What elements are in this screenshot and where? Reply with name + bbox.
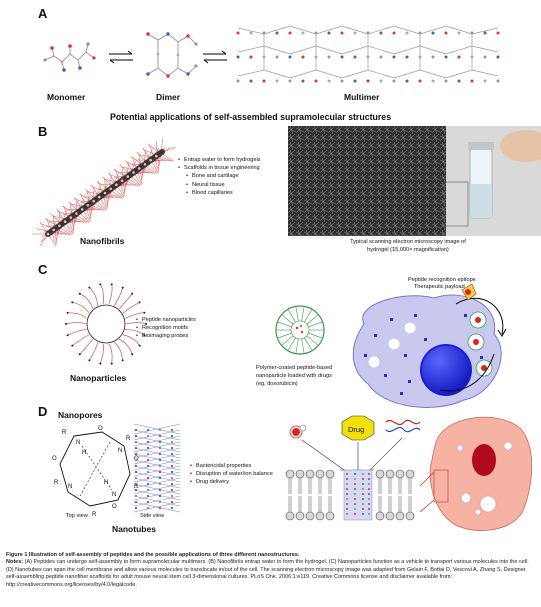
- sem-image: [288, 126, 446, 236]
- figure-caption: Figure 1 Illustration of self-assembly o…: [6, 552, 536, 589]
- ring-atom-0: R: [62, 430, 67, 436]
- bullet-scaffolds: Scaffolds in tissue engineering: [178, 164, 288, 172]
- ring-atom-8: O: [112, 504, 117, 510]
- cyclic-peptide-top-view: R R R R R O O O O H H N N N N: [52, 426, 139, 518]
- polymer-nanoparticle: [275, 305, 325, 355]
- nanoparticles-label: Nanoparticles: [70, 373, 127, 383]
- polymer-caption-2: nanoparticle loaded with drugs: [256, 373, 332, 380]
- nanotube-side-view: [133, 423, 181, 513]
- panel-d-letter: D: [38, 404, 48, 419]
- membrane-nanotube: Drug: [285, 415, 421, 521]
- ring-atom-12: N: [118, 448, 122, 454]
- payload-label: Therapeutic payload: [414, 284, 465, 290]
- sem-caption: Typical scanning electron microscopy ima…: [318, 238, 498, 254]
- caption-notes-label: Notes:: [6, 559, 24, 566]
- dimer-label: Dimer: [156, 92, 181, 102]
- ring-atom-3: R: [54, 480, 59, 486]
- nanofibrils-label: Nanofibrils: [80, 236, 125, 246]
- sem-caption-line2: hydrogel (15,000× magnification): [367, 247, 449, 254]
- polymer-caption-1: Polymer-coated peptide-based: [256, 365, 333, 371]
- equilibrium-arrows-2: [203, 50, 227, 64]
- cell-illustration-d: [419, 416, 533, 531]
- ring-atom-10: H: [104, 480, 108, 486]
- bullet-bioimaging: Bioimaging probes: [136, 332, 246, 340]
- bullet-peptide-nanoparticles: Peptide nanoparticles: [136, 316, 246, 324]
- panel-d-bullets: Bactericidal properties Disruption of wa…: [190, 462, 282, 487]
- polymer-caption-3: (eg, doxorubicin): [256, 381, 298, 388]
- ring-atom-1: R: [126, 436, 131, 442]
- bullet-hydrogels: Entrap water to form hydrogels: [178, 156, 288, 164]
- caption-title: Figure 1 Illustration of self-assembly o…: [6, 552, 300, 558]
- dimer-molecule: [146, 32, 198, 78]
- caption-notes-text: (A) Peptides can undergo self-assembly t…: [6, 559, 529, 588]
- equilibrium-arrows-1: [109, 50, 133, 64]
- bullet-drug-delivery: Drug delivery: [190, 478, 282, 486]
- panel-b-bullets: Entrap water to form hydrogels Scaffolds…: [178, 156, 288, 197]
- sem-caption-line1: Typical scanning electron microscopy ima…: [350, 239, 466, 245]
- panel-b-letter: B: [38, 124, 48, 139]
- drug-label: Drug: [348, 425, 364, 434]
- ring-atom-5: O: [98, 426, 103, 432]
- ring-atom-11: N: [76, 440, 80, 446]
- ring-atom-9: H: [82, 450, 86, 456]
- hydrogel-vial-photo: [443, 126, 541, 236]
- panel-c-letter: C: [38, 262, 48, 277]
- ring-atom-6: O: [134, 456, 139, 462]
- subbullet-bone: Bone and cartilage: [178, 172, 288, 180]
- bullet-disruption: Disruption of water/ion balance: [190, 470, 282, 478]
- panel-a-letter: A: [38, 6, 48, 21]
- multimer-label: Multimer: [344, 92, 380, 102]
- side-view-label: Side view: [140, 513, 164, 519]
- monomer-molecule: [43, 42, 96, 72]
- ring-atom-7: O: [52, 456, 57, 462]
- panel-c-bullets: Peptide nanoparticles Recognition motifs…: [136, 316, 246, 341]
- ring-atom-13: N: [112, 492, 116, 498]
- subbullet-neural: Neural tissue: [178, 181, 288, 189]
- top-view-label: Top view: [66, 513, 88, 519]
- bullet-recognition-motifs: Recognition motifs: [136, 324, 246, 332]
- target-cell: [352, 283, 507, 408]
- ring-atom-14: N: [68, 484, 72, 490]
- nanofibril-illustration: [32, 138, 176, 247]
- bullet-bactericidal: Bactericidal properties: [190, 462, 282, 470]
- epitope-label: Peptide recognition epitope: [408, 277, 476, 283]
- panel-b-heading: Potential applications of self-assembled…: [110, 112, 392, 122]
- ring-atom-4: R: [92, 512, 97, 518]
- nanotubes-label: Nanotubes: [112, 524, 156, 534]
- polymer-nanoparticle-caption: Polymer-coated peptide-based nanoparticl…: [256, 364, 352, 389]
- caption-notes: Notes: (A) Peptides can undergo self-ass…: [6, 559, 536, 589]
- nanopores-label: Nanopores: [58, 410, 103, 420]
- subbullet-capillaries: Blood capillaries: [178, 189, 288, 197]
- monomer-label: Monomer: [47, 92, 86, 102]
- multimer-molecule: [236, 25, 500, 83]
- ring-atom-2: R: [134, 484, 139, 490]
